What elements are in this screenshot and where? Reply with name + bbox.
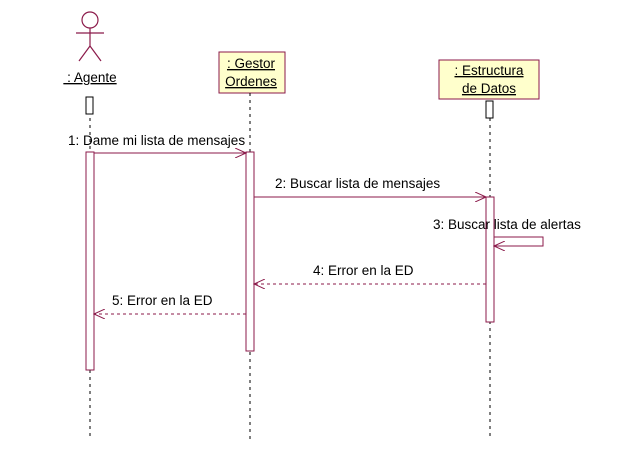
message-3-label: 3: Buscar lista de alertas	[433, 217, 581, 232]
participant-label-agente: : Agente	[63, 70, 116, 85]
message-2-label: 2: Buscar lista de mensajes	[275, 176, 440, 191]
participant-box-estructura	[438, 59, 540, 100]
participant-label-estructura-line2: de Datos	[462, 81, 516, 96]
message-3-arrow	[494, 236, 544, 246]
message-1[interactable]: 1: Dame mi lista de mensajes	[68, 133, 246, 153]
message-5-label: 5: Error en la ED	[112, 293, 213, 308]
lifeline-head-agente	[85, 96, 94, 115]
participant-gestor[interactable]: : Gestor Ordenes	[218, 51, 286, 440]
activation-bar-agente	[85, 151, 95, 371]
message-4[interactable]: 4: Error en la ED	[254, 263, 486, 284]
participant-label-gestor-line1: : Gestor	[227, 56, 276, 71]
lifeline-head-estructura	[485, 100, 494, 119]
actor-icon	[76, 11, 104, 62]
message-3[interactable]: 3: Buscar lista de alertas	[433, 217, 581, 246]
participant-label-gestor-line2: Ordenes	[225, 74, 277, 89]
message-1-label: 1: Dame mi lista de mensajes	[68, 133, 245, 148]
activation-bar-gestor	[245, 151, 255, 352]
message-4-label: 4: Error en la ED	[313, 263, 414, 278]
participant-label-estructura-line1: : Estructura	[454, 63, 524, 78]
activation-bar-estructura	[485, 196, 495, 323]
message-2[interactable]: 2: Buscar lista de mensajes	[254, 176, 486, 197]
message-5[interactable]: 5: Error en la ED	[94, 293, 246, 314]
participant-box-gestor	[218, 51, 286, 94]
participant-estructura[interactable]: : Estructura de Datos	[438, 59, 540, 440]
